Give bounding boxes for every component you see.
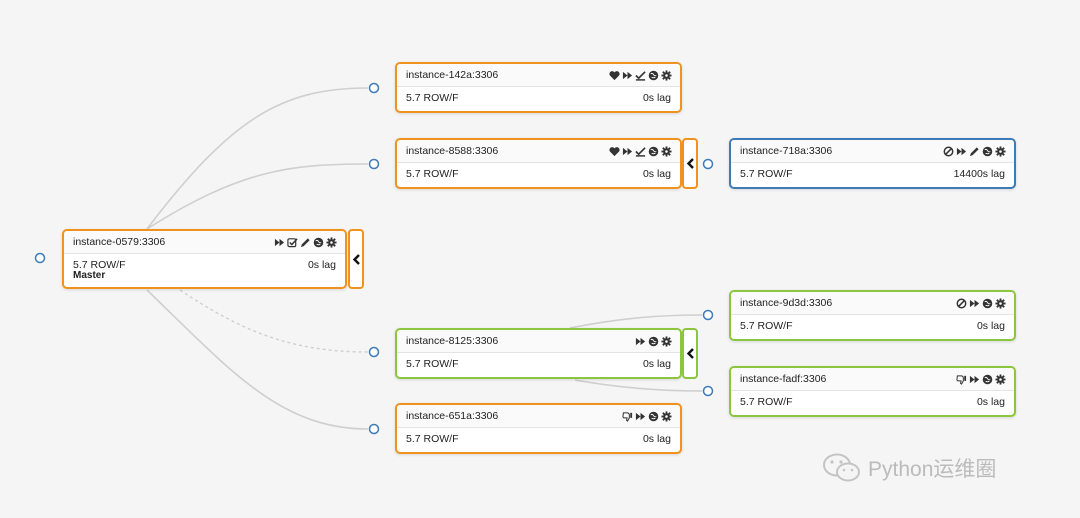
fast-forward-icon[interactable] (622, 146, 633, 157)
check-down-icon[interactable] (635, 146, 646, 157)
master-label: Master (73, 270, 106, 281)
link-0579-651a (146, 289, 369, 430)
instance-lag: 0s lag (642, 92, 671, 104)
globe-icon[interactable] (313, 237, 324, 248)
instance-lag: 0s lag (307, 259, 336, 271)
gear-icon[interactable] (995, 374, 1006, 385)
link-0579-142a (146, 87, 369, 230)
instance-name: instance-142a:3306 (406, 69, 499, 81)
instance-lag: 0s lag (642, 358, 671, 370)
connector-718a (702, 158, 714, 170)
globe-icon[interactable] (648, 146, 659, 157)
link-0579-8588 (146, 163, 369, 230)
instance-node-fadf[interactable]: instance-fadf:3306 5.7 ROW/F 0s lag (729, 366, 1016, 417)
gear-icon[interactable] (661, 70, 672, 81)
instance-node-718a[interactable]: instance-718a:3306 5.7 ROW/F 14400s lag (729, 138, 1016, 189)
instance-version: 5.7 ROW/F (406, 92, 459, 104)
instance-version: 5.7 ROW/F (740, 320, 793, 332)
checkbox-icon[interactable] (287, 237, 298, 248)
instance-name: instance-651a:3306 (406, 410, 499, 422)
gear-icon[interactable] (995, 298, 1006, 309)
globe-icon[interactable] (648, 336, 659, 347)
fast-forward-icon[interactable] (622, 70, 633, 81)
chevron-left-icon (686, 158, 695, 169)
globe-icon[interactable] (982, 298, 993, 309)
link-0579-8125-dashed (179, 289, 369, 353)
fast-forward-icon[interactable] (956, 146, 967, 157)
fast-forward-icon[interactable] (635, 336, 646, 347)
pencil-icon[interactable] (969, 146, 980, 157)
link-8125-fadf (574, 379, 703, 392)
fast-forward-icon[interactable] (969, 374, 980, 385)
instance-lag: 0s lag (642, 433, 671, 445)
chevron-left-icon (686, 348, 695, 359)
wechat-icon (823, 453, 860, 482)
fast-forward-icon[interactable] (635, 411, 646, 422)
instance-version: 5.7 ROW/F (740, 168, 793, 180)
watermark-text: Python运维圈 (868, 458, 997, 481)
connector-8125 (368, 346, 380, 358)
fast-forward-icon[interactable] (969, 298, 980, 309)
thumbs-down-icon[interactable] (956, 374, 967, 385)
instance-version: 5.7 ROW/F (406, 168, 459, 180)
heart-icon[interactable] (609, 146, 620, 157)
gear-icon[interactable] (661, 411, 672, 422)
link-8125-9d3d (569, 314, 703, 329)
instance-node-142a[interactable]: instance-142a:3306 5.7 ROW/F 0s lag (395, 62, 682, 113)
globe-icon[interactable] (648, 411, 659, 422)
chevron-left-icon (352, 254, 361, 265)
instance-version: 5.7 ROW/F (406, 433, 459, 445)
instance-lag: 14400s lag (953, 168, 1005, 180)
connector-651a (368, 423, 380, 435)
collapse-toggle-8588[interactable] (682, 138, 698, 189)
connector-9d3d (702, 309, 714, 321)
instance-node-651a[interactable]: instance-651a:3306 5.7 ROW/F 0s lag (395, 403, 682, 454)
instance-name: instance-718a:3306 (740, 145, 833, 157)
instance-node-0579[interactable]: instance-0579:3306 5.7 ROW/F 0s lag Mast… (62, 229, 347, 289)
ban-icon[interactable] (956, 298, 967, 309)
gear-icon[interactable] (995, 146, 1006, 157)
instance-name: instance-8125:3306 (406, 335, 499, 347)
instance-version: 5.7 ROW/F (73, 259, 126, 271)
instance-name: instance-0579:3306 (73, 236, 166, 248)
heart-icon[interactable] (609, 70, 620, 81)
instance-lag: 0s lag (976, 396, 1005, 408)
globe-icon[interactable] (648, 70, 659, 81)
instance-name: instance-9d3d:3306 (740, 297, 833, 309)
collapse-toggle-0579[interactable] (348, 229, 364, 289)
instance-node-9d3d[interactable]: instance-9d3d:3306 5.7 ROW/F 0s lag (729, 290, 1016, 341)
pencil-icon[interactable] (300, 237, 311, 248)
gear-icon[interactable] (661, 336, 672, 347)
instance-lag: 0s lag (976, 320, 1005, 332)
connector-8588 (368, 158, 380, 170)
gear-icon[interactable] (326, 237, 337, 248)
instance-lag: 0s lag (642, 168, 671, 180)
gear-icon[interactable] (661, 146, 672, 157)
ban-icon[interactable] (943, 146, 954, 157)
globe-icon[interactable] (982, 146, 993, 157)
instance-version: 5.7 ROW/F (740, 396, 793, 408)
instance-version: 5.7 ROW/F (406, 358, 459, 370)
connector-0579 (34, 252, 46, 264)
instance-node-8125[interactable]: instance-8125:3306 5.7 ROW/F 0s lag (395, 328, 682, 379)
connector-142a (368, 82, 380, 94)
instance-name: instance-fadf:3306 (740, 373, 827, 385)
instance-name: instance-8588:3306 (406, 145, 499, 157)
globe-icon[interactable] (982, 374, 993, 385)
collapse-toggle-8125[interactable] (682, 328, 698, 379)
fast-forward-icon[interactable] (274, 237, 285, 248)
instance-node-8588[interactable]: instance-8588:3306 5.7 ROW/F 0s lag (395, 138, 682, 189)
connector-fadf (702, 385, 714, 397)
check-down-icon[interactable] (635, 70, 646, 81)
thumbs-down-icon[interactable] (622, 411, 633, 422)
watermark: Python运维圈 (822, 452, 996, 484)
